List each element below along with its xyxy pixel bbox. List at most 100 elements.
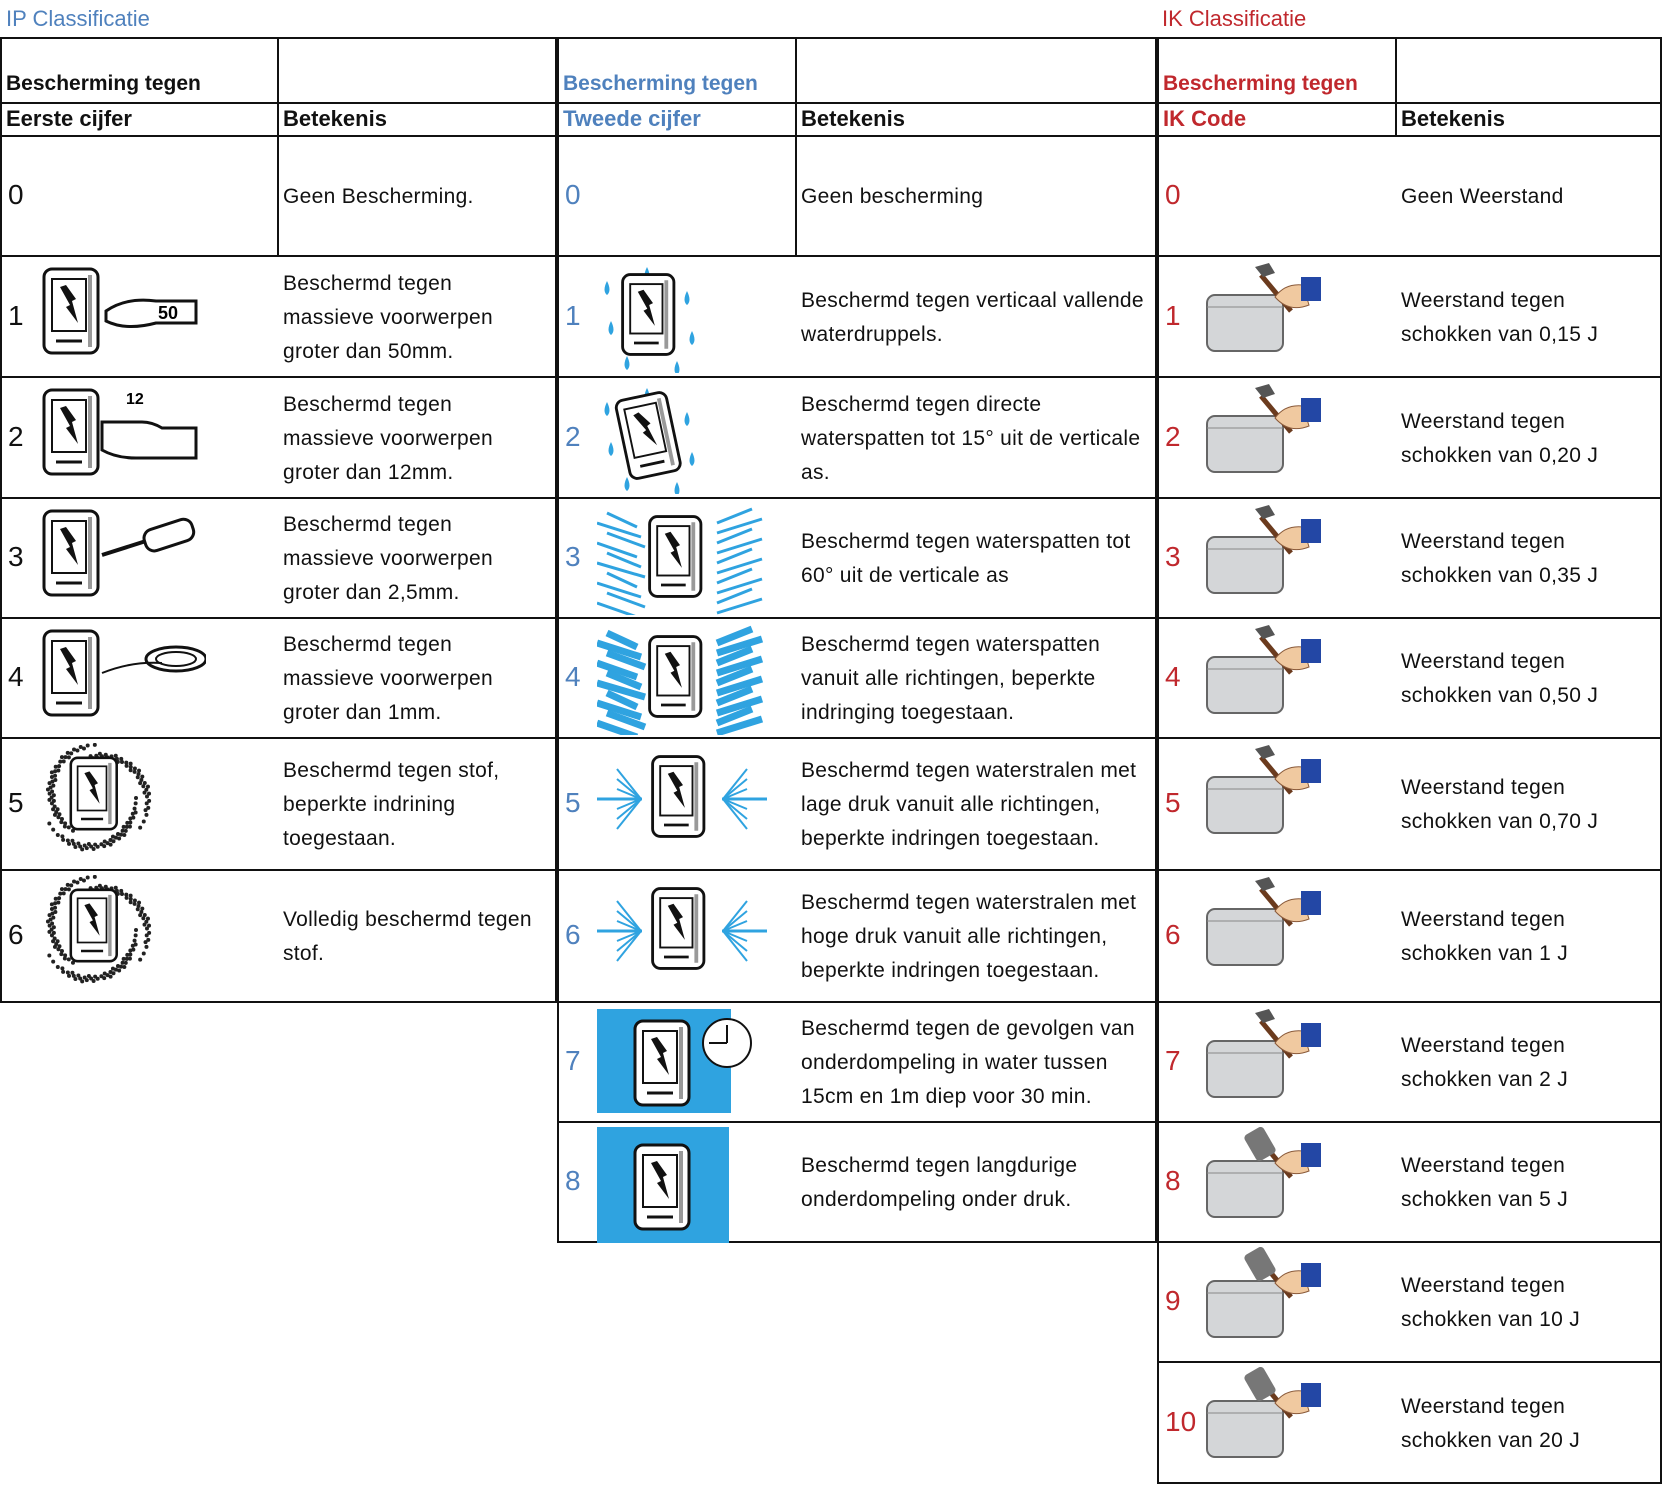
second-meaning-text: Beschermd tegen waterstralen met hoge dr…: [801, 891, 1137, 982]
first-code-1: 1: [8, 299, 24, 331]
second-code-4: 4: [565, 661, 581, 692]
ik-code-9: 9: [1165, 1285, 1181, 1316]
ik-meaning-text: Weerstand tegen schokken van 0,15 J: [1401, 288, 1599, 346]
table-border: [1660, 1363, 1662, 1484]
table-border: [557, 497, 1157, 499]
second-meaning-text: Beschermd tegen waterspatten vanuit alle…: [801, 633, 1101, 724]
sledgehammer-box-icon: [1195, 1246, 1325, 1348]
ik-meaning-text: Weerstand tegen schokken van 20 J: [1401, 1394, 1581, 1452]
ik-code-8: 8: [1165, 1165, 1181, 1196]
table-border: [557, 135, 1157, 137]
first-header-code-column: Eerste cijfer: [6, 106, 132, 131]
table-border: [1157, 1121, 1662, 1123]
table-border: [1660, 1243, 1662, 1363]
table-border: [557, 737, 1157, 739]
splash-all-directions-icon: [595, 623, 767, 741]
table-border: [1155, 619, 1157, 739]
table-border: [1157, 257, 1159, 378]
table-border: [1155, 1003, 1157, 1123]
second-header-code-column: Tweede cijfer: [563, 106, 701, 131]
ik-meaning-text: Weerstand tegen schokken van 0,50 J: [1401, 650, 1599, 707]
table-border: [0, 871, 2, 1003]
table-border: [557, 871, 559, 1003]
ik-header-protection-against: Bescherming tegen: [1163, 72, 1358, 95]
table-border: [1155, 871, 1157, 1003]
second-header-meaning-column: Betekenis: [801, 106, 905, 131]
ik-code-1: 1: [1165, 299, 1181, 331]
table-border: [1660, 1003, 1662, 1123]
table-border: [557, 137, 559, 257]
table-border: [555, 257, 557, 378]
ik-meaning-text: Weerstand tegen schokken van 2 J: [1401, 1034, 1569, 1091]
dust-icon: [36, 742, 166, 860]
ip-classification-title: IP Classificatie: [6, 6, 150, 31]
table-border: [1157, 37, 1159, 137]
table-border: [555, 37, 557, 137]
ik-code-0: 0: [1165, 179, 1181, 210]
first-code-3: 3: [8, 541, 24, 572]
table-border: [1157, 497, 1662, 499]
second-meaning-text: Beschermd tegen waterspatten tot 60° uit…: [801, 530, 1131, 587]
vertical-drops-icon: [597, 261, 707, 378]
ik-code-6: 6: [1165, 919, 1181, 950]
table-border: [1157, 102, 1662, 104]
ik-classification-title: IK Classificatie: [1162, 6, 1307, 31]
second-code-0: 0: [565, 179, 581, 210]
table-border: [1157, 1123, 1159, 1243]
table-border: [1157, 1241, 1662, 1243]
ik-header-meaning-column: Betekenis: [1401, 106, 1505, 131]
table-border: [1157, 137, 1159, 257]
first-code-5: 5: [8, 787, 24, 818]
second-code-7: 7: [565, 1045, 581, 1076]
second-meaning-text: Beschermd tegen directe waterspatten tot…: [801, 392, 1141, 484]
table-border: [0, 617, 557, 619]
sledgehammer-box-icon: [1195, 1366, 1325, 1468]
table-border: [557, 378, 559, 499]
dust-tight-icon: [36, 874, 166, 992]
table-border: [0, 1001, 557, 1003]
table-border: [557, 499, 559, 619]
table-border: [0, 137, 2, 257]
ik-header-code-column: IK Code: [1163, 106, 1247, 131]
table-border: [1157, 737, 1662, 739]
table-border: [0, 257, 2, 378]
table-border: [1155, 1123, 1157, 1243]
svg-text:12: 12: [126, 391, 144, 408]
table-border: [555, 739, 557, 871]
second-header-protection-against: Bescherming tegen: [563, 72, 758, 95]
table-border: [0, 499, 2, 619]
ik-meaning-text: Weerstand tegen schokken van 0,35 J: [1401, 530, 1599, 587]
table-border: [557, 37, 559, 137]
svg-text:50: 50: [158, 303, 178, 323]
table-border: [557, 619, 559, 739]
table-border: [1155, 499, 1157, 619]
table-border: [1155, 739, 1157, 871]
second-code-8: 8: [565, 1165, 581, 1196]
table-border: [1157, 1363, 1159, 1484]
table-border: [1660, 378, 1662, 499]
first-code-0: 0: [8, 179, 24, 210]
ik-code-3: 3: [1165, 541, 1181, 572]
second-meaning-text: Beschermd tegen waterstralen met lage dr…: [801, 759, 1137, 850]
finger-12mm-icon: 12: [36, 382, 206, 487]
first-meaning-text: Geen Bescherming.: [283, 185, 474, 208]
table-border: [1395, 37, 1397, 137]
table-border: [1157, 619, 1159, 739]
table-border: [1157, 1001, 1662, 1003]
submersion-icon: [597, 1127, 737, 1248]
second-meaning-text: Beschermd tegen verticaal vallende water…: [801, 288, 1144, 346]
table-border: [1157, 255, 1662, 257]
table-border: [555, 378, 557, 499]
second-code-3: 3: [565, 541, 581, 572]
hammer-box-icon: [1195, 503, 1325, 604]
table-border: [0, 378, 2, 499]
immersion-timer-icon: [597, 1007, 757, 1120]
table-border: [1157, 1482, 1662, 1484]
table-border: [795, 37, 797, 137]
ik-meaning-text: Weerstand tegen schokken van 0,70 J: [1401, 776, 1599, 833]
table-border: [555, 137, 557, 257]
table-border: [1155, 257, 1157, 378]
second-meaning-text: Beschermd tegen de gevolgen van onderdom…: [801, 1017, 1135, 1108]
table-border: [555, 871, 557, 1003]
first-code-2: 2: [8, 420, 24, 452]
